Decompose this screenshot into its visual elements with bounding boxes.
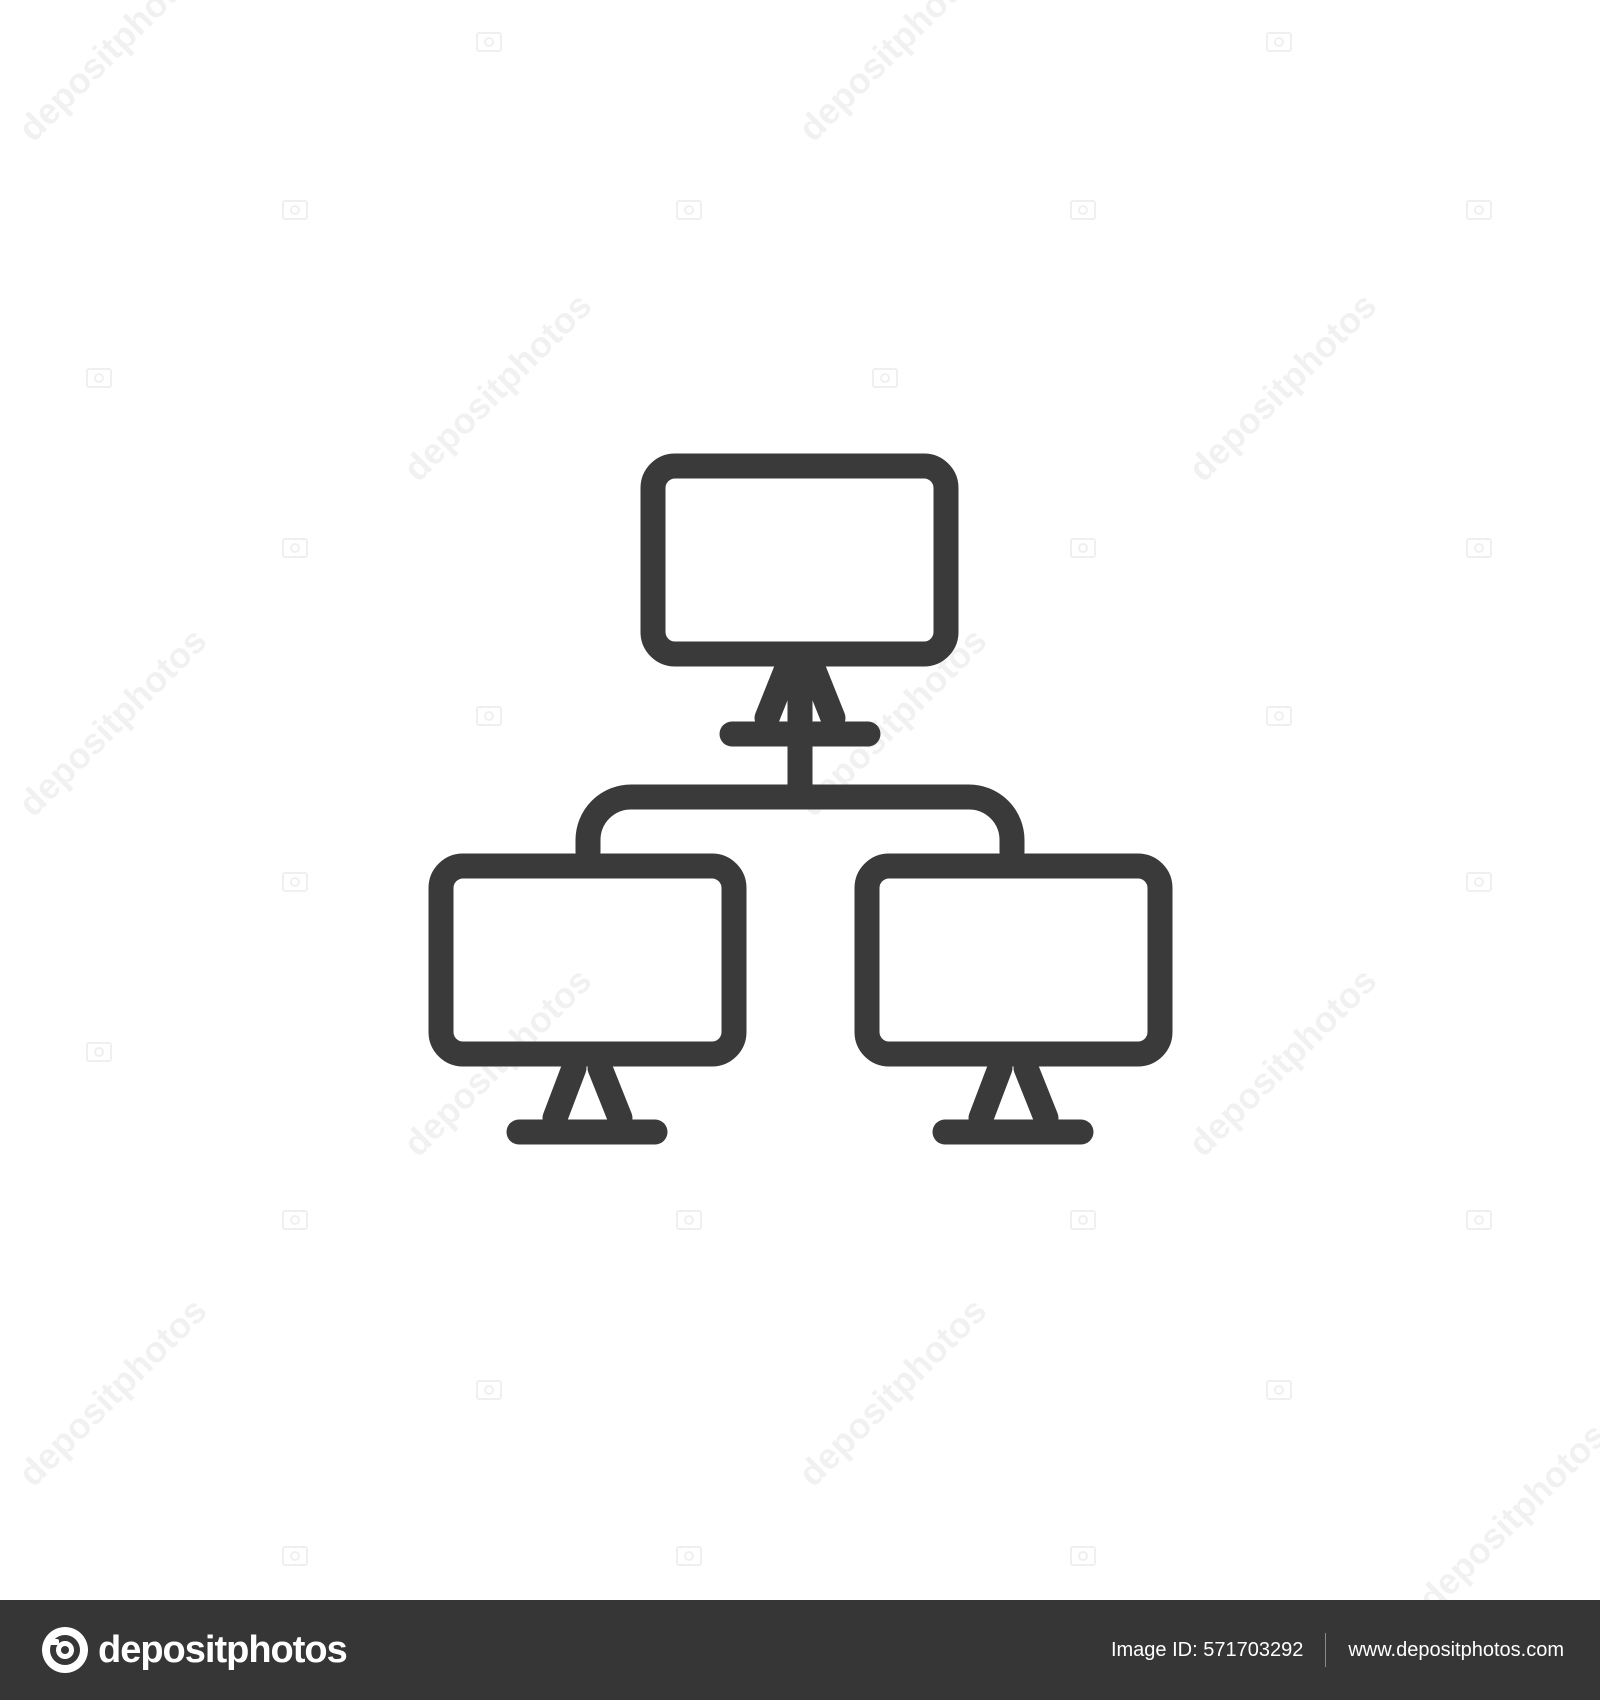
image-id-label: Image ID: 571703292: [1110, 1638, 1304, 1661]
computer-network-icon: [428, 453, 1173, 1145]
top-monitor-icon: [640, 453, 959, 747]
network-connector-lines: [575, 655, 1025, 865]
camera-logo-icon: [42, 1627, 88, 1673]
image-canvas: depositphotos depositphotos depositphoto…: [10, 0, 1600, 1600]
footer-info: Image ID: 571703292 www.depositphotos.co…: [1111, 1600, 1564, 1700]
logo-text: depositphotos: [98, 1628, 348, 1671]
bottom-right-monitor-icon: [854, 853, 1173, 1145]
site-url-link[interactable]: www.depositphotos.com: [1348, 1638, 1564, 1661]
depositphotos-logo[interactable]: depositphotos: [40, 1625, 348, 1675]
bottom-left-monitor-icon: [428, 853, 747, 1145]
footer-divider: [1325, 1633, 1327, 1667]
footer-bar: depositphotos Image ID: 571703292 www.de…: [0, 1600, 1600, 1700]
